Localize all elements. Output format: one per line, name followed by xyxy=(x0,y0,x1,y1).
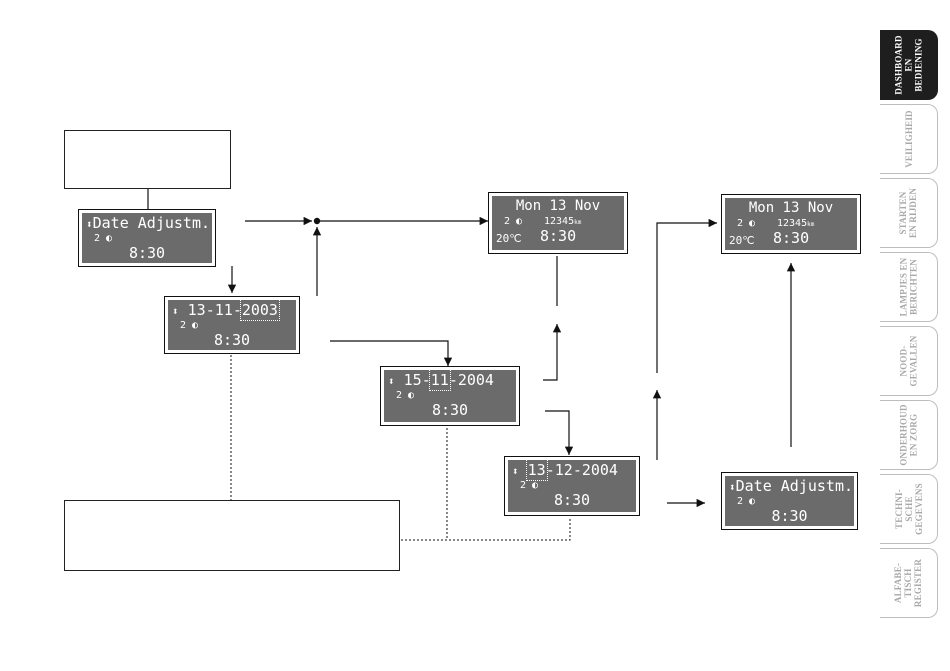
lcd-month: ⬍ 15-11-2004 2 ◐ 8:30 xyxy=(380,366,520,426)
tab-starten-en-rijden[interactable]: STARTEN EN RIJDEN xyxy=(880,178,938,248)
lcd-result-1-odometer: 12345km xyxy=(544,216,582,227)
lcd-end: ⬍Date Adjustm. 2 ◐ 8:30 xyxy=(721,472,858,530)
light-icon: ◐ xyxy=(100,233,113,244)
lcd-start-gear: 2 ◐ xyxy=(94,233,113,244)
dotted-day-to-callout xyxy=(447,519,571,541)
callout-box-top xyxy=(64,130,231,189)
tab-dashboard-en-bediening[interactable]: DASHBOARD EN BEDIENING xyxy=(880,30,938,100)
light-icon: ◐ xyxy=(743,496,756,507)
lcd-result-1: Mon 13 Nov 2 ◐ 12345km 20℃ 8:30 xyxy=(488,192,628,254)
tab-alfabetisch-register[interactable]: ALFABE- TISCH REGISTER xyxy=(880,548,938,618)
lcd-day-gear: 2 ◐ xyxy=(520,480,539,491)
lcd-end-time: 8:30 xyxy=(771,507,808,525)
up-down-arrow-icon: ⬍ xyxy=(86,218,93,231)
tab-onderhoud-en-zorg[interactable]: ONDERHOUD EN ZORG xyxy=(880,400,938,470)
lcd-start: ⬍Date Adjustm. 2 ◐ 8:30 xyxy=(78,209,216,267)
up-down-arrow-icon: ⬍ xyxy=(172,305,179,318)
lcd-end-gear: 2 ◐ xyxy=(737,496,756,507)
lcd-day: ⬍ 13-12-2004 2 ◐ 8:30 xyxy=(504,456,640,516)
lcd-end-title: ⬍Date Adjustm. xyxy=(729,477,854,495)
lcd-result-1-time: 8:30 xyxy=(540,227,577,245)
arrow-month-to-day xyxy=(545,410,574,455)
lcd-result-2-temp: 20℃ xyxy=(729,234,755,247)
up-down-arrow-icon: ⬍ xyxy=(729,481,736,494)
callout-box-bottom xyxy=(64,500,400,571)
arrow-month-up xyxy=(543,324,562,381)
light-icon: ◐ xyxy=(402,390,415,401)
lcd-result-1-date: Mon 13 Nov xyxy=(515,198,601,214)
lcd-result-2: Mon 13 Nov 2 ◐ 12345km 20℃ 8:30 xyxy=(721,194,861,254)
lcd-year-time: 8:30 xyxy=(213,331,251,349)
light-icon: ◐ xyxy=(186,320,199,331)
lcd-start-time: 8:30 xyxy=(128,244,166,262)
tab-noodgevallen[interactable]: NOOD- GEVALLEN xyxy=(880,326,938,396)
lcd-month-date: ⬍ 15-11-2004 xyxy=(388,369,494,391)
tab-lampjes-en-berichten[interactable]: LAMPJES EN BERICHTEN xyxy=(880,252,938,322)
light-icon: ◐ xyxy=(743,218,756,229)
junction-dot xyxy=(313,217,321,225)
lcd-start-title: ⬍Date Adjustm. xyxy=(86,214,211,232)
lcd-result-2-time: 8:30 xyxy=(773,229,810,247)
lcd-month-gear: 2 ◐ xyxy=(396,390,415,401)
up-down-arrow-icon: ⬍ xyxy=(388,375,395,388)
lcd-year-gear: 2 ◐ xyxy=(180,320,199,331)
lcd-year: ⬍ 13-11-2003 2 ◐ 8:30 xyxy=(164,296,300,354)
light-icon: ◐ xyxy=(510,216,523,227)
lcd-day-date: ⬍ 13-12-2004 xyxy=(512,459,618,481)
lcd-result-2-odometer: 12345km xyxy=(777,218,815,229)
light-icon: ◐ xyxy=(526,480,539,491)
lcd-year-date: ⬍ 13-11-2003 xyxy=(172,299,280,321)
lcd-result-1-temp: 20℃ xyxy=(496,232,522,245)
arrow-year-to-month xyxy=(330,340,453,366)
lcd-result-2-date: Mon 13 Nov xyxy=(748,200,834,216)
tab-veiligheid[interactable]: VEILIGHEID xyxy=(880,104,938,174)
lcd-result-1-gear: 2 ◐ xyxy=(504,216,523,227)
lcd-day-time: 8:30 xyxy=(553,491,591,509)
lcd-month-time: 8:30 xyxy=(431,401,469,419)
arrow-to-result2 xyxy=(656,218,717,373)
up-down-arrow-icon: ⬍ xyxy=(512,465,519,478)
tab-technische-gegevens[interactable]: TECHNI- SCHE GEGEVENS xyxy=(880,474,938,544)
lcd-result-2-gear: 2 ◐ xyxy=(737,218,756,229)
dotted-month-to-callout xyxy=(400,428,448,541)
